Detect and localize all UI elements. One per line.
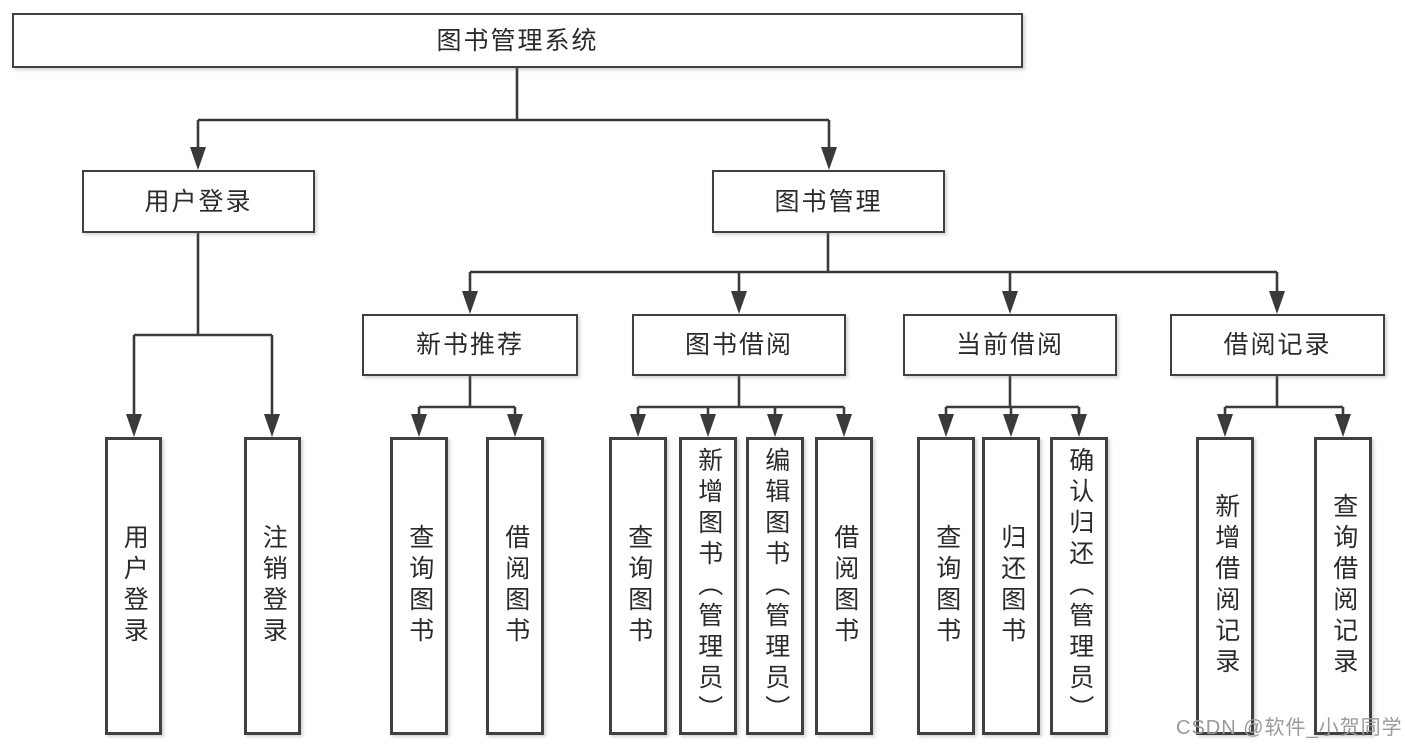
- leaf-query-borrow-record: 查询借阅记录: [1314, 437, 1372, 735]
- leaf-add-borrow-record: 新增借阅记录: [1196, 437, 1254, 735]
- node-label: 用户登录: [144, 187, 253, 216]
- node-label: 用户登录: [120, 524, 149, 648]
- node-label: 注销登录: [259, 524, 288, 648]
- node-label: 编辑图书（管理员）: [761, 446, 790, 726]
- edge-user-login-to-leaves: [126, 233, 280, 437]
- leaf-user-login: 用户登录: [105, 437, 162, 735]
- leaf-query-books-borrow: 查询图书: [609, 437, 667, 735]
- node-label: 借阅图书: [830, 524, 859, 648]
- node-label: 图书管理: [774, 187, 883, 216]
- edge-borrow-record-to-leaves: [1217, 376, 1351, 437]
- node-label: 查询图书: [405, 524, 434, 648]
- node-label: 新增借阅记录: [1211, 493, 1240, 679]
- leaf-logout: 注销登录: [244, 437, 301, 735]
- leaf-borrow-books-recommend: 借阅图书: [486, 437, 544, 735]
- csdn-watermark: CSDN @软件_小贺同学: [1176, 717, 1403, 739]
- node-label: 借阅图书: [501, 524, 530, 648]
- edge-book-management-to-level3: [462, 233, 1285, 314]
- node-label: 新书推荐: [415, 331, 524, 359]
- node-borrow-record: 借阅记录: [1170, 314, 1385, 376]
- node-label: 图书借阅: [684, 331, 793, 359]
- leaf-confirm-return-admin: 确认归还（管理员）: [1050, 437, 1108, 735]
- leaf-query-books-current: 查询图书: [917, 437, 975, 735]
- node-new-book-recommend: 新书推荐: [362, 314, 578, 376]
- leaf-return-books: 归还图书: [982, 437, 1040, 735]
- edge-book-borrow-to-leaves: [630, 376, 852, 437]
- edge-root-to-level2: [190, 68, 837, 170]
- node-label: 确认归还（管理员）: [1065, 446, 1094, 726]
- node-root-library-system: 图书管理系统: [12, 13, 1023, 68]
- node-label: 借阅记录: [1223, 331, 1332, 359]
- node-label: 查询借阅记录: [1329, 493, 1358, 679]
- node-label: 当前借阅: [955, 331, 1064, 359]
- node-book-management: 图书管理: [712, 170, 945, 233]
- node-user-login: 用户登录: [82, 170, 315, 233]
- leaf-query-books-recommend: 查询图书: [390, 437, 448, 735]
- leaf-add-books-admin: 新增图书（管理员）: [679, 437, 737, 735]
- leaf-borrow-books: 借阅图书: [815, 437, 873, 735]
- node-label: 归还图书: [997, 524, 1026, 648]
- node-label: 查询图书: [624, 524, 653, 648]
- node-label: 查询图书: [932, 524, 961, 648]
- node-label: 图书管理系统: [436, 26, 599, 55]
- node-current-borrow: 当前借阅: [903, 314, 1117, 376]
- leaf-edit-books-admin: 编辑图书（管理员）: [746, 437, 804, 735]
- node-label: 新增图书（管理员）: [694, 446, 723, 726]
- edge-current-borrow-to-leaves: [938, 376, 1087, 437]
- node-book-borrow: 图书借阅: [632, 314, 846, 376]
- edge-new-book-to-leaves: [411, 376, 523, 437]
